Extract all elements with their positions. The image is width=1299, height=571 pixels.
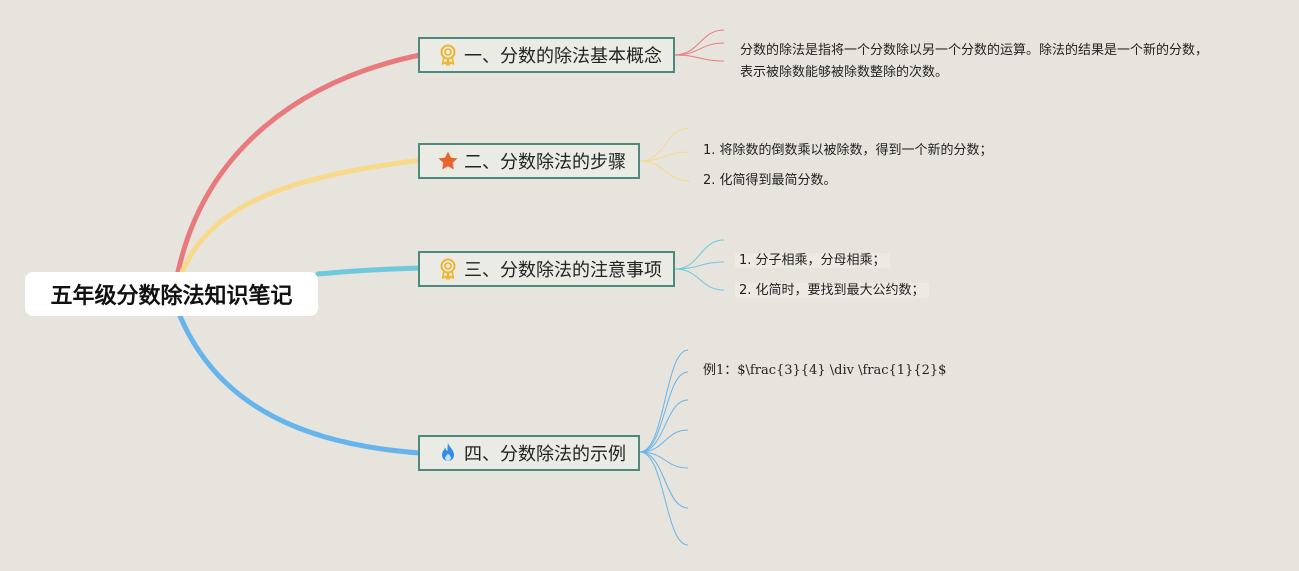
- leaf-connector-4b: [639, 371, 689, 453]
- leaf-connector-4c: [639, 399, 689, 453]
- root-node[interactable]: 五年级分数除法知识笔记: [25, 272, 318, 316]
- leaf-4-1[interactable]: 例1：$\frac{3}{4} \div \frac{1}{2}$: [703, 360, 946, 382]
- branch-node-1[interactable]: 一、分数的除法基本概念: [418, 37, 675, 73]
- leaf-2-1-text: 1. 将除数的倒数乘以被除数，得到一个新的分数；: [703, 143, 993, 158]
- award-ribbon-icon: [436, 257, 460, 281]
- leaf-3-2[interactable]: 2. 化简时，要找到最大公约数；: [735, 280, 929, 302]
- branch-label-2: 二、分数除法的步骤: [464, 152, 626, 173]
- branch-label-3: 三、分数除法的注意事项: [464, 260, 662, 281]
- leaf-connector-3a: [674, 239, 725, 270]
- branch-label-1: 一、分数的除法基本概念: [464, 46, 662, 67]
- leaf-3-1[interactable]: 1. 分子相乘，分母相乘；: [735, 250, 890, 272]
- leaf-2-1[interactable]: 1. 将除数的倒数乘以被除数，得到一个新的分数；: [703, 140, 993, 162]
- branch-connector-1: [175, 52, 423, 275]
- flame-icon: [436, 441, 460, 465]
- branch-label-4: 四、分数除法的示例: [464, 444, 626, 465]
- leaf-3-1-text: 1. 分子相乘，分母相乘；: [735, 253, 890, 268]
- star-icon: [436, 149, 460, 173]
- branch-connector-4: [177, 313, 423, 456]
- leaf-connector-1c: [673, 54, 725, 62]
- leaf-connector-3c: [674, 268, 725, 291]
- leaf-connector-4d: [639, 429, 689, 453]
- award-ribbon-icon: [436, 43, 460, 67]
- branch-node-4[interactable]: 四、分数除法的示例: [418, 435, 640, 471]
- leaf-connector-3b: [674, 261, 725, 270]
- leaf-1-1-text: 分数的除法是指将一个分数除以另一个分数的运算。除法的结果是一个新的分数，表示被除…: [740, 43, 1209, 80]
- leaf-4-1-text: 例1：$\frac{3}{4} \div \frac{1}{2}$: [703, 363, 947, 378]
- leaf-connector-2a: [639, 127, 691, 162]
- branch-connector-2: [179, 157, 423, 275]
- leaf-2-2[interactable]: 2. 化简得到最简分数。: [703, 170, 837, 192]
- leaf-connector-4f: [639, 451, 689, 509]
- leaf-3-2-text: 2. 化简时，要找到最大公约数；: [735, 283, 929, 298]
- leaf-2-2-text: 2. 化简得到最简分数。: [703, 173, 837, 188]
- leaf-connector-1a: [673, 29, 725, 56]
- leaf-connector-4e: [639, 451, 689, 469]
- branch-node-3[interactable]: 三、分数除法的注意事项: [418, 251, 675, 287]
- leaf-1-1[interactable]: 分数的除法是指将一个分数除以另一个分数的运算。除法的结果是一个新的分数，表示被除…: [740, 40, 1220, 84]
- leaf-connector-2c: [639, 160, 691, 182]
- branch-connector-3: [315, 265, 423, 277]
- root-title: 五年级分数除法知识笔记: [50, 284, 293, 309]
- branch-node-2[interactable]: 二、分数除法的步骤: [418, 143, 640, 179]
- leaf-connector-1b: [673, 42, 725, 56]
- leaf-connector-4a: [639, 349, 689, 453]
- leaf-connector-4g: [639, 451, 689, 546]
- leaf-connector-2b: [639, 151, 691, 162]
